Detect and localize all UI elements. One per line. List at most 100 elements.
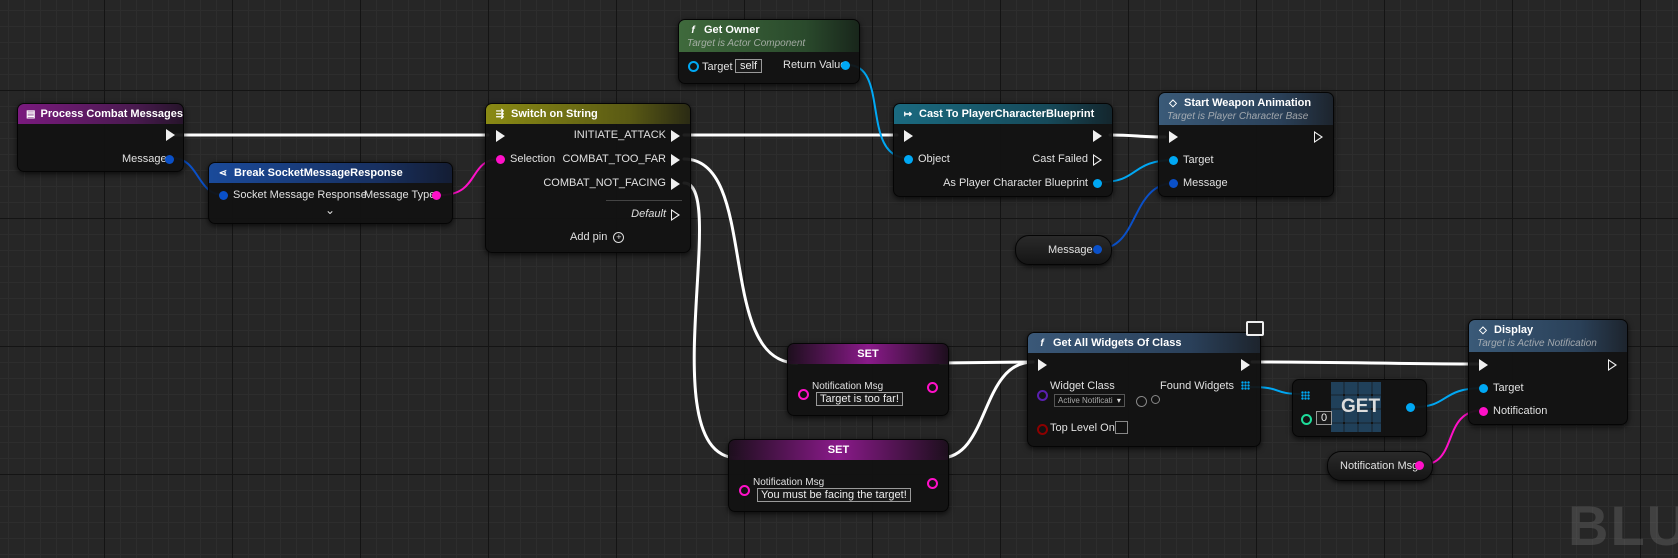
notification-msg-output-pin[interactable] xyxy=(927,478,938,489)
event-diamond-icon: ◇ xyxy=(1169,97,1177,109)
start-weapon-animation-node[interactable]: ◇Start Weapon Animation Target is Player… xyxy=(1158,92,1334,197)
notification-input-pin[interactable] xyxy=(1479,407,1488,416)
widget-class-value: Active Notificati xyxy=(1058,396,1113,405)
as-player-character-output-pin[interactable] xyxy=(1093,179,1102,188)
notification-msg-label: Notification Msg xyxy=(812,381,884,392)
notification-variable-output-pin[interactable] xyxy=(1415,461,1424,470)
set-notification-msg-node-1[interactable]: SET Notification Msg Target is too far! xyxy=(787,343,949,416)
exec-output-pin[interactable] xyxy=(166,129,175,141)
notification-msg-input-pin[interactable] xyxy=(798,389,809,400)
node-subtitle: Target is Active Notification xyxy=(1477,337,1597,349)
exec-wire-switch-toofar-to-set1 xyxy=(682,157,799,365)
node-title: Switch on String xyxy=(511,108,598,120)
get-background-grid xyxy=(1331,382,1381,432)
exec-output-pin[interactable] xyxy=(1093,130,1102,142)
get-all-widgets-of-class-node[interactable]: f Get All Widgets Of Class Widget Class … xyxy=(1027,321,1264,447)
event-diamond-icon: ◇ xyxy=(1479,324,1487,336)
message-type-output-pin[interactable] xyxy=(432,191,441,200)
clear-icon[interactable] xyxy=(1136,396,1147,407)
exec-input-pin[interactable] xyxy=(1479,359,1488,371)
case-label-combat-not-facing: COMBAT_NOT_FACING xyxy=(543,177,666,189)
return-value-output-pin[interactable] xyxy=(841,61,850,70)
notification-msg-value-field[interactable]: You must be facing the target! xyxy=(757,488,911,502)
expand-chevron-icon[interactable]: ⌄ xyxy=(325,203,336,217)
top-level-only-checkbox[interactable] xyxy=(1115,421,1128,434)
node-title: SET xyxy=(827,444,850,456)
exec-output-combat-not-facing[interactable] xyxy=(671,178,680,190)
widget-class-input-pin[interactable] xyxy=(1037,390,1048,401)
index-input-pin[interactable] xyxy=(1301,414,1312,425)
node-header: ▤ Process Combat Messages xyxy=(18,104,183,124)
search-icon[interactable] xyxy=(1151,395,1160,404)
chevron-down-icon: ▾ xyxy=(1116,396,1121,405)
function-graph-icon: ▤ xyxy=(26,108,36,120)
blueprint-watermark: BLU xyxy=(1568,494,1678,557)
node-header: ◇ Display Target is Active Notification xyxy=(1469,320,1627,352)
target-label: Target xyxy=(1183,154,1214,166)
exec-output-pin[interactable] xyxy=(1241,359,1250,371)
message-output-pin[interactable] xyxy=(165,155,174,164)
process-combat-messages-node[interactable]: ▤ Process Combat Messages Message xyxy=(17,103,184,172)
top-level-only-input-pin[interactable] xyxy=(1037,424,1048,435)
exec-output-combat-too-far[interactable] xyxy=(671,154,680,166)
cast-failed-exec-output[interactable] xyxy=(1093,154,1102,166)
notification-msg-variable-node[interactable]: Notification Msg xyxy=(1327,451,1433,481)
index-field[interactable]: 0 xyxy=(1316,411,1333,425)
set-notification-msg-node-2[interactable]: SET Notification Msg You must be facing … xyxy=(728,439,949,512)
display-node[interactable]: ◇ Display Target is Active Notification T… xyxy=(1468,319,1628,425)
exec-input-pin[interactable] xyxy=(904,130,913,142)
exec-input-pin[interactable] xyxy=(1038,359,1047,371)
exec-output-default[interactable] xyxy=(671,209,680,221)
target-label: Target xyxy=(1493,382,1524,394)
node-header: SET xyxy=(788,344,948,364)
target-input-pin[interactable] xyxy=(688,61,699,72)
exec-output-pin[interactable] xyxy=(1608,359,1617,371)
array-grid-icon[interactable] xyxy=(1241,381,1250,390)
target-self-field[interactable]: self xyxy=(735,59,763,73)
exec-output-pin[interactable] xyxy=(1314,131,1323,143)
node-title-row: ◇Start Weapon Animation xyxy=(1167,97,1311,109)
divider xyxy=(606,200,682,201)
array-get-output-pin[interactable] xyxy=(1406,403,1415,412)
target-input-pin[interactable] xyxy=(1169,156,1178,165)
switch-icon: ⇶ xyxy=(495,108,505,120)
return-value-label: Return Value xyxy=(783,59,847,71)
break-socket-message-response-node[interactable]: ⋖ Break SocketMessageResponse Socket Mes… xyxy=(208,162,453,224)
node-title: Process Combat Messages xyxy=(40,108,183,120)
target-input-pin[interactable] xyxy=(1479,384,1488,393)
node-subtitle: Target is Actor Component xyxy=(687,37,806,49)
node-title: Cast To PlayerCharacterBlueprint xyxy=(919,108,1095,120)
cast-to-player-character-node[interactable]: ↦ Cast To PlayerCharacterBlueprint Objec… xyxy=(893,103,1113,197)
array-grid-input-icon[interactable] xyxy=(1301,391,1310,400)
selection-label: Selection xyxy=(510,153,556,165)
exec-output-initiate-attack[interactable] xyxy=(671,130,680,142)
node-title: Display xyxy=(1494,323,1534,336)
default-label: Default xyxy=(631,208,666,220)
notification-label: Notification xyxy=(1493,405,1548,417)
socket-message-response-input-pin[interactable] xyxy=(219,191,228,200)
notification-msg-output-pin[interactable] xyxy=(927,382,938,393)
notification-msg-value-field[interactable]: Target is too far! xyxy=(816,392,903,406)
object-input-pin[interactable] xyxy=(904,155,913,164)
message-input-pin[interactable] xyxy=(1169,179,1178,188)
message-variable-node[interactable]: Message xyxy=(1015,235,1112,265)
notification-msg-input-pin[interactable] xyxy=(739,485,750,496)
case-label-initiate-attack: INITIATE_ATTACK xyxy=(573,129,666,141)
widget-class-dropdown[interactable]: Active Notificati ▾ xyxy=(1054,394,1125,407)
switch-on-string-node[interactable]: ⇶ Switch on String Selection INITIATE_AT… xyxy=(485,103,691,253)
array-get-node[interactable]: GET 0 xyxy=(1292,379,1427,437)
node-header: SET xyxy=(729,440,948,460)
selection-input-pin[interactable] xyxy=(496,155,505,164)
found-widgets-label: Found Widgets xyxy=(1160,380,1234,392)
cast-failed-label: Cast Failed xyxy=(1032,153,1088,165)
function-icon: f xyxy=(691,24,695,36)
message-variable-output-pin[interactable] xyxy=(1093,245,1102,254)
exec-input-pin[interactable] xyxy=(496,130,505,142)
variable-label: Notification Msg xyxy=(1340,460,1419,472)
add-pin-button[interactable]: Add pin + xyxy=(570,231,625,243)
function-icon: f xyxy=(1040,337,1044,349)
message-type-label: Message Type xyxy=(364,189,436,201)
exec-input-pin[interactable] xyxy=(1169,131,1178,143)
